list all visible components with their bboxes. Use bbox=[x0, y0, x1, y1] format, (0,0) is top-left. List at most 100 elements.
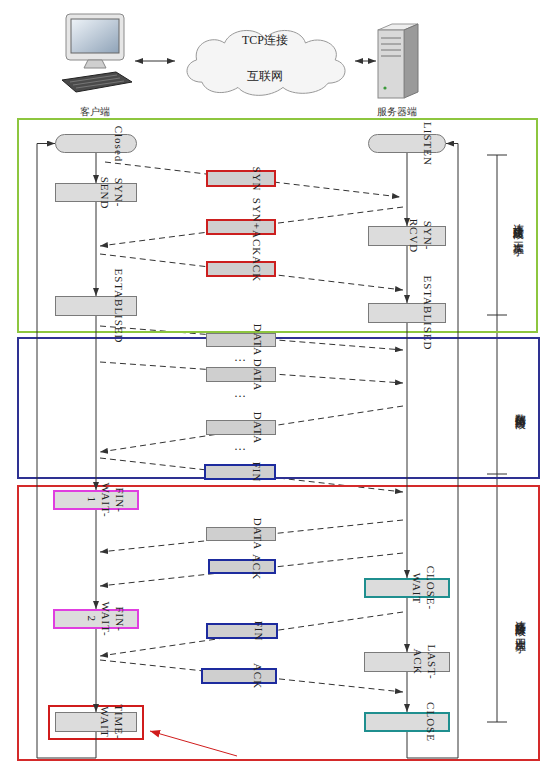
state-box: CLOSE-WAIT bbox=[364, 578, 450, 598]
state-box: SYN-SEND bbox=[55, 183, 137, 202]
keyboard bbox=[62, 72, 132, 92]
state-transition bbox=[96, 510, 97, 609]
state-box: FIN-WAIT-2 bbox=[53, 609, 139, 629]
cloud-label: TCP连接 bbox=[175, 33, 355, 47]
box-label: CLOSE-WAIT bbox=[410, 566, 438, 611]
box-label: ACK bbox=[250, 553, 264, 579]
box-label: SYN+ACK bbox=[250, 198, 264, 256]
state-transition bbox=[355, 61, 376, 62]
message-arrow bbox=[100, 406, 403, 452]
host-label: 客户端 bbox=[41, 106, 149, 118]
box-label: Closed bbox=[112, 125, 126, 162]
message-box: SYN+ACK bbox=[206, 219, 276, 235]
return-line bbox=[407, 144, 458, 759]
message-box: ACK bbox=[208, 559, 276, 574]
box-label: ESTABLISED bbox=[421, 275, 435, 350]
box-label: SYN-SEND bbox=[98, 176, 126, 209]
box-label: FIN bbox=[252, 621, 266, 642]
message-arrow bbox=[100, 553, 403, 586]
cloud-label: 互联网 bbox=[175, 69, 355, 83]
network-cloud: TCP连接互联网 bbox=[175, 24, 355, 98]
box-label: DATA bbox=[251, 518, 265, 550]
monitor-frame bbox=[66, 14, 124, 60]
phase-bracket bbox=[487, 155, 507, 722]
host-label: 服务器端 bbox=[362, 106, 432, 118]
phase-label: 数据传输阶段 bbox=[514, 405, 528, 411]
state-box: LAST-ACK bbox=[364, 652, 450, 672]
return-line bbox=[37, 144, 96, 759]
server-bays bbox=[381, 38, 401, 56]
phase-label: 连接建立阶段：三次握手 bbox=[512, 215, 526, 237]
message-arrow bbox=[100, 660, 403, 692]
box-label: CLOSE bbox=[424, 702, 438, 742]
box-label: SYN bbox=[250, 166, 264, 191]
data-box: DATA bbox=[206, 367, 276, 382]
state-box: Closed bbox=[55, 134, 137, 153]
message-arrows bbox=[100, 162, 403, 692]
message-box: SYN bbox=[206, 170, 276, 187]
box-label: ESTABLISED bbox=[112, 268, 126, 343]
state-box: SYN-RCVD bbox=[368, 226, 446, 246]
message-box: ACK bbox=[201, 668, 277, 684]
message-arrow bbox=[100, 520, 403, 552]
state-transition bbox=[407, 153, 408, 226]
ellipsis-mark: … bbox=[220, 440, 260, 452]
state-transition bbox=[96, 316, 97, 490]
phase-label: 连接释放阶段：四次握手 bbox=[514, 612, 528, 634]
phase-band: 连接建立阶段：三次握手 Closed LISTEN SYN SYN-SEND SYN+AC… bbox=[17, 118, 538, 333]
state-transition bbox=[407, 672, 408, 712]
state-transition bbox=[96, 629, 97, 712]
state-box: ESTABLISED bbox=[55, 296, 137, 316]
state-box: LISTEN bbox=[368, 134, 446, 153]
server-light bbox=[383, 86, 386, 89]
state-box: ESTABLISED bbox=[368, 303, 446, 323]
monitor-stand bbox=[84, 60, 106, 68]
state-transition bbox=[407, 323, 408, 578]
state-box: FIN-WAIT-1 bbox=[53, 490, 139, 510]
state-transition bbox=[407, 598, 408, 652]
ellipsis-mark: … bbox=[220, 351, 260, 363]
phase-band: 连接释放阶段：四次握手 FIN-WAIT-1DATA ACK CLOSE-WAIT FI… bbox=[17, 485, 540, 761]
box-label: TIME-WAIT bbox=[98, 704, 126, 740]
box-label: LISTEN bbox=[421, 122, 435, 166]
highlight-frame bbox=[49, 706, 143, 739]
computer-icon: 客户端 bbox=[55, 12, 135, 118]
state-box: CLOSE bbox=[364, 712, 450, 732]
state-box: TIME-WAIT bbox=[55, 712, 137, 732]
server-side bbox=[404, 24, 418, 98]
box-label: SYN-RCVD bbox=[407, 219, 435, 254]
state-transition bbox=[135, 61, 175, 62]
phase-band: 数据传输阶段DATADATADATAFIN bbox=[17, 337, 540, 479]
connector-group bbox=[37, 61, 458, 758]
message-arrow bbox=[100, 612, 403, 656]
server-icon: 服务器端 bbox=[376, 22, 418, 118]
box-label: DATA bbox=[251, 324, 265, 356]
data-box: DATA bbox=[206, 420, 276, 435]
callout-arrow bbox=[150, 731, 237, 756]
box-label: LAST-ACK bbox=[411, 644, 439, 679]
message-box: FIN bbox=[206, 623, 278, 639]
box-label: FIN bbox=[250, 462, 264, 483]
message-arrow bbox=[105, 162, 400, 197]
box-label: DATA bbox=[251, 358, 265, 390]
box-label: ACK bbox=[251, 663, 265, 689]
box-label: ACK bbox=[250, 256, 264, 282]
state-transition bbox=[407, 246, 408, 303]
message-box: ACK bbox=[206, 261, 276, 277]
data-box: DATA bbox=[206, 527, 276, 541]
monitor-screen bbox=[71, 19, 119, 53]
state-transition bbox=[96, 202, 97, 296]
server-front bbox=[378, 30, 404, 98]
keyboard-keys bbox=[70, 75, 124, 88]
box-label: FIN-WAIT-1 bbox=[85, 482, 127, 517]
box-label: FIN-WAIT-2 bbox=[85, 601, 127, 636]
data-box: DATA bbox=[206, 333, 276, 347]
ellipsis-mark: … bbox=[220, 387, 260, 399]
box-label: DATA bbox=[251, 411, 265, 443]
state-transition bbox=[96, 153, 97, 183]
message-arrow bbox=[100, 362, 403, 383]
message-arrow bbox=[100, 254, 403, 290]
